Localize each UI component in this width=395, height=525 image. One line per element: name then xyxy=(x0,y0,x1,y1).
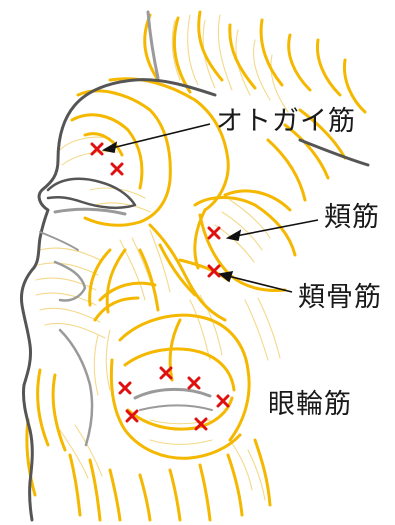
label-buccinator-muscle: 頬筋 xyxy=(324,204,380,231)
label-otogai-muscle: オトガイ筋 xyxy=(216,108,356,135)
arrowhead-otogai xyxy=(104,143,116,152)
marker-x xyxy=(189,378,199,388)
marker-x xyxy=(218,396,228,406)
marker-x xyxy=(209,228,219,238)
label-zygomaticus-muscle: 頬骨筋 xyxy=(298,284,382,311)
marker-x xyxy=(112,164,122,174)
marker-x xyxy=(120,383,130,393)
label-orbicularis-oculi-muscle: 眼輪筋 xyxy=(268,391,352,418)
